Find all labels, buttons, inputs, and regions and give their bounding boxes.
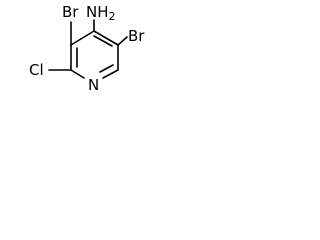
bond-c5-br [117,36,128,46]
bond-c5-c4 [93,30,119,46]
bromine-label-right: Br [128,27,145,45]
ring-nitrogen-label: N [88,76,99,94]
chlorine-label: Cl [29,61,44,79]
nh2-label-main: NH [86,3,109,21]
bond-n1-c6 [102,69,119,79]
bromine-label-left: Br [62,3,79,21]
double-bond-inner-n1-c6 [99,64,114,73]
double-bond-inner-c5-c4 [93,35,113,47]
bond-c2-n1 [70,69,85,79]
chemical-structure-diagram: NH2 Br Br Cl N [29,3,145,94]
bond-c4-c3 [70,30,95,46]
nh2-label: NH2 [86,3,116,23]
nh2-label-subscript: 2 [109,10,116,23]
